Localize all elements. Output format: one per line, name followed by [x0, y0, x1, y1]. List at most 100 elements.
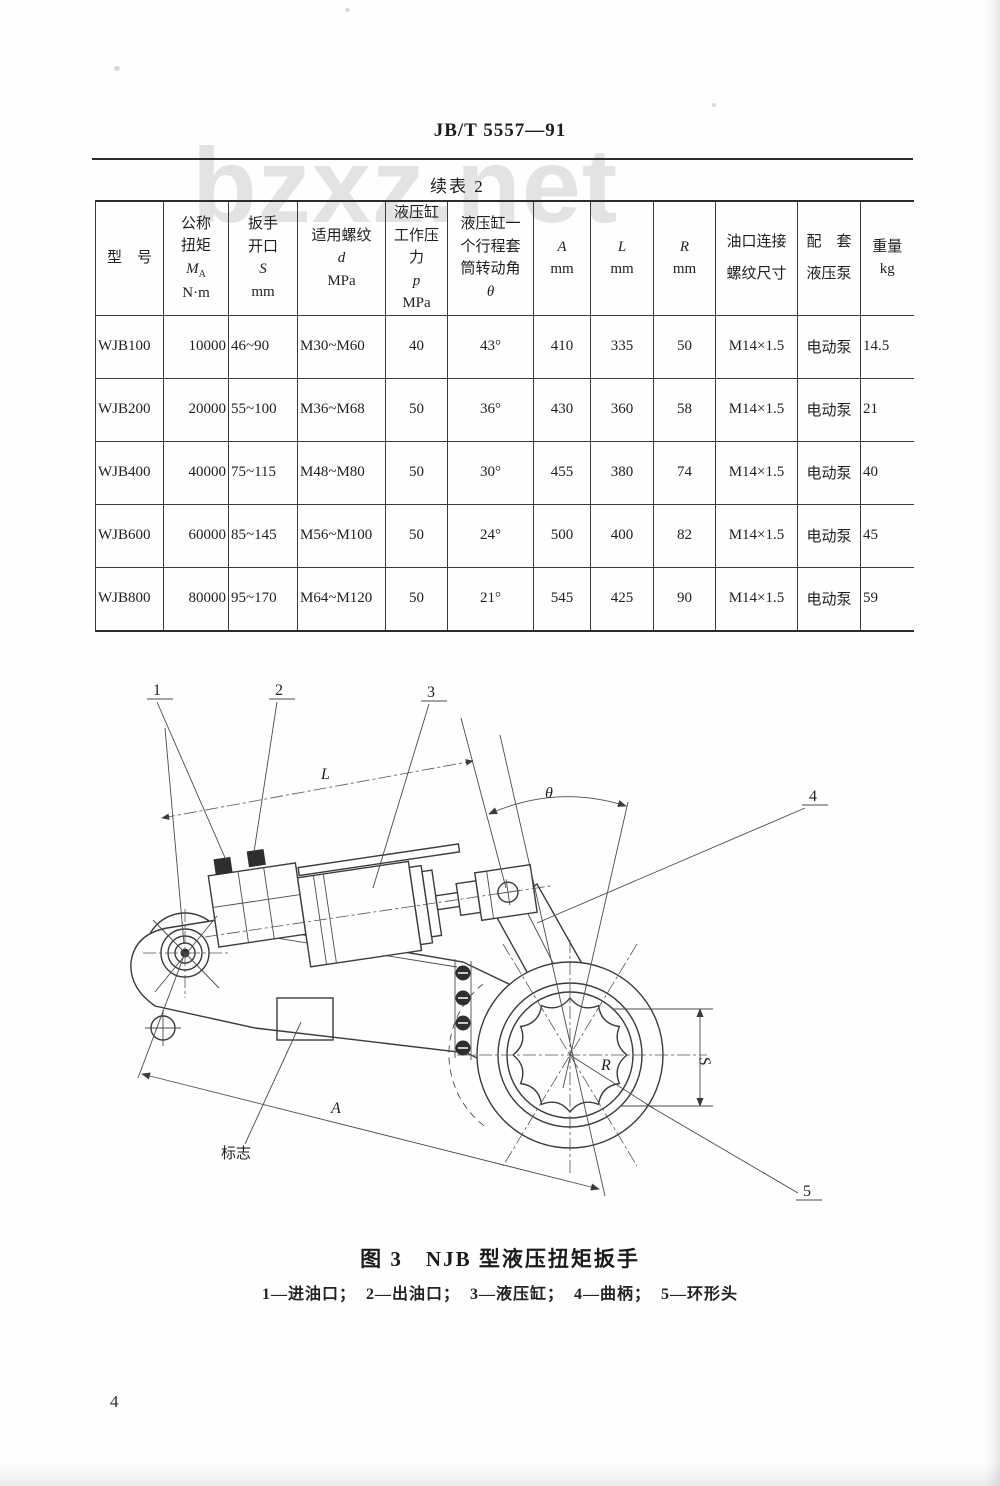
- spec-table: 型 号 公称 扭矩 MA N·m 扳手 开口 S mm 适用螺纹: [95, 200, 914, 632]
- dim-S-label: S: [695, 1056, 713, 1067]
- doc-number: JB/T 5557—91: [433, 120, 567, 141]
- table-cell: 82: [653, 503, 716, 568]
- table-cell: 58: [653, 377, 716, 442]
- table-cell: 95~170: [228, 566, 298, 631]
- table-cell: 电动泵: [797, 377, 861, 442]
- table-cell: 380: [590, 440, 654, 505]
- scan-speck: [345, 8, 350, 12]
- table-cell: 85~145: [228, 503, 298, 568]
- table-cell: 43°: [447, 314, 534, 379]
- table-cell: 50: [385, 377, 448, 442]
- table-cell: 430: [533, 377, 591, 442]
- header-l: L mm: [590, 200, 654, 316]
- header-model: 型 号: [95, 200, 164, 316]
- table-cell: WJB100: [95, 314, 164, 379]
- dim-A-label: A: [330, 1100, 341, 1117]
- table-cell: 50: [653, 314, 716, 379]
- callout-4-label: 4: [809, 788, 817, 805]
- callout-3-label: 3: [427, 684, 435, 701]
- table-cell: 电动泵: [797, 503, 861, 568]
- table-cell: M14×1.5: [715, 314, 798, 379]
- table-cell: 90: [653, 566, 716, 631]
- header-a: A mm: [533, 200, 591, 316]
- oil-outlet-port: [246, 848, 266, 868]
- header-port-thread: 油口连接 螺纹尺寸: [715, 200, 798, 316]
- table-cell: 80000: [163, 566, 229, 631]
- table-cell: 36°: [447, 377, 534, 442]
- table-cell: 410: [533, 314, 591, 379]
- oil-inlet-port: [213, 856, 233, 876]
- header-torque: 公称 扭矩 MA N·m: [163, 200, 229, 316]
- table-cell: 50: [385, 566, 448, 631]
- table-cell: M30~M60: [297, 314, 386, 379]
- table-cell: 360: [590, 377, 654, 442]
- table-cell: 400: [590, 503, 654, 568]
- page-number: 4: [110, 1392, 119, 1411]
- table-cell: 21°: [447, 566, 534, 631]
- figure-legend: 1—进油口； 2—出油口； 3—液压缸； 4—曲柄； 5—环形头: [261, 1286, 738, 1303]
- horizontal-rule: [92, 158, 913, 160]
- table-cell: 电动泵: [797, 314, 861, 379]
- bolt-strip: [454, 959, 472, 1060]
- table-header-row: 型 号 公称 扭矩 MA N·m 扳手 开口 S mm 适用螺纹: [95, 200, 914, 316]
- figure-caption: 图 3 NJB 型液压扭矩扳手: [360, 1247, 640, 1271]
- table-cell: 14.5: [860, 314, 914, 379]
- header-weight: 重量 kg: [860, 200, 914, 316]
- scan-speck: [114, 66, 120, 71]
- table-cell: WJB800: [95, 566, 164, 631]
- header-angle: 液压缸一 个行程套 筒转动角 θ: [447, 200, 534, 316]
- table-cell: WJB400: [95, 440, 164, 505]
- table-cell: WJB200: [95, 377, 164, 442]
- header-pump: 配 套 液压泵: [797, 200, 861, 316]
- table-cell: 455: [533, 440, 591, 505]
- table-cell: M48~M80: [297, 440, 386, 505]
- callout-5-label: 5: [803, 1183, 811, 1200]
- table-cell: M14×1.5: [715, 377, 798, 442]
- dim-L-label: L: [320, 766, 330, 783]
- table-cell: M14×1.5: [715, 566, 798, 631]
- table-cell: 500: [533, 503, 591, 568]
- table-cell: M36~M68: [297, 377, 386, 442]
- table-cell: 60000: [163, 503, 229, 568]
- table-cell: 59: [860, 566, 914, 631]
- table-cell: 21: [860, 377, 914, 442]
- callout-leaders: [147, 698, 828, 1201]
- header-opening: 扳手 开口 S mm: [228, 200, 298, 316]
- table-cell: 55~100: [228, 377, 298, 442]
- table-cell: 425: [590, 566, 654, 631]
- callout-2-label: 2: [275, 682, 283, 699]
- table-cell: M64~M120: [297, 566, 386, 631]
- header-r: R mm: [653, 200, 716, 316]
- table-cell: M14×1.5: [715, 440, 798, 505]
- mark-label: 标志: [221, 1145, 251, 1162]
- table-cell: 24°: [447, 503, 534, 568]
- header-thread: 适用螺纹 d MPa: [297, 200, 386, 316]
- dimension-lines: [137, 717, 713, 1197]
- header-pressure: 液压缸 工作压力 p MPa: [385, 200, 448, 316]
- table-cell: 30°: [447, 440, 534, 505]
- table-cell: 75~115: [228, 440, 298, 505]
- scan-speck: [712, 103, 716, 107]
- table-cell: 335: [590, 314, 654, 379]
- dim-theta-label: θ: [545, 785, 553, 802]
- figure-drawing: 1 2 3 4 5 L θ A R S 标志: [130, 682, 828, 1201]
- table-cell: 40: [860, 440, 914, 505]
- mark-plate: [276, 997, 334, 1041]
- table-title: 续表 2: [430, 177, 485, 196]
- table-cell: 46~90: [228, 314, 298, 379]
- hydraulic-cylinder: [205, 843, 552, 968]
- table-cell: 74: [653, 440, 716, 505]
- table-cell: 电动泵: [797, 566, 861, 631]
- table-cell: M56~M100: [297, 503, 386, 568]
- table-cell: 40000: [163, 440, 229, 505]
- table-cell: 电动泵: [797, 440, 861, 505]
- callout-1-label: 1: [153, 682, 161, 699]
- table-cell: WJB600: [95, 503, 164, 568]
